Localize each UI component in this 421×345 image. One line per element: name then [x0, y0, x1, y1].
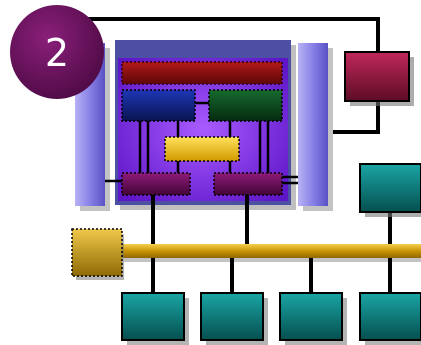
bus-device-bottom-4: [359, 292, 421, 345]
bus-device-bottom-1: [121, 292, 189, 345]
bus-device-bottom-2: [200, 292, 268, 345]
block-yellow: [164, 136, 240, 162]
step-number-badge: 2: [10, 5, 104, 99]
bus-device-right: [359, 163, 421, 217]
block-top-bar: [121, 61, 283, 85]
block-magenta-left: [121, 172, 191, 196]
bus-connector-left: [71, 228, 124, 280]
chip-to-bus-lines: [151, 195, 249, 245]
system-bus: [120, 244, 421, 262]
block-magenta-right: [213, 172, 283, 196]
external-link-line: [80, 17, 380, 55]
bus-device-bottom-3: [279, 292, 347, 345]
internal-wiring: [105, 101, 298, 185]
block-blue: [121, 89, 196, 122]
bus-drop-lines: [151, 258, 392, 294]
step-number-text: 2: [45, 31, 69, 75]
right-side-column: [298, 43, 333, 211]
external-peripheral-box: [344, 51, 414, 106]
peripheral-return-line: [333, 100, 380, 134]
block-green: [208, 89, 283, 122]
